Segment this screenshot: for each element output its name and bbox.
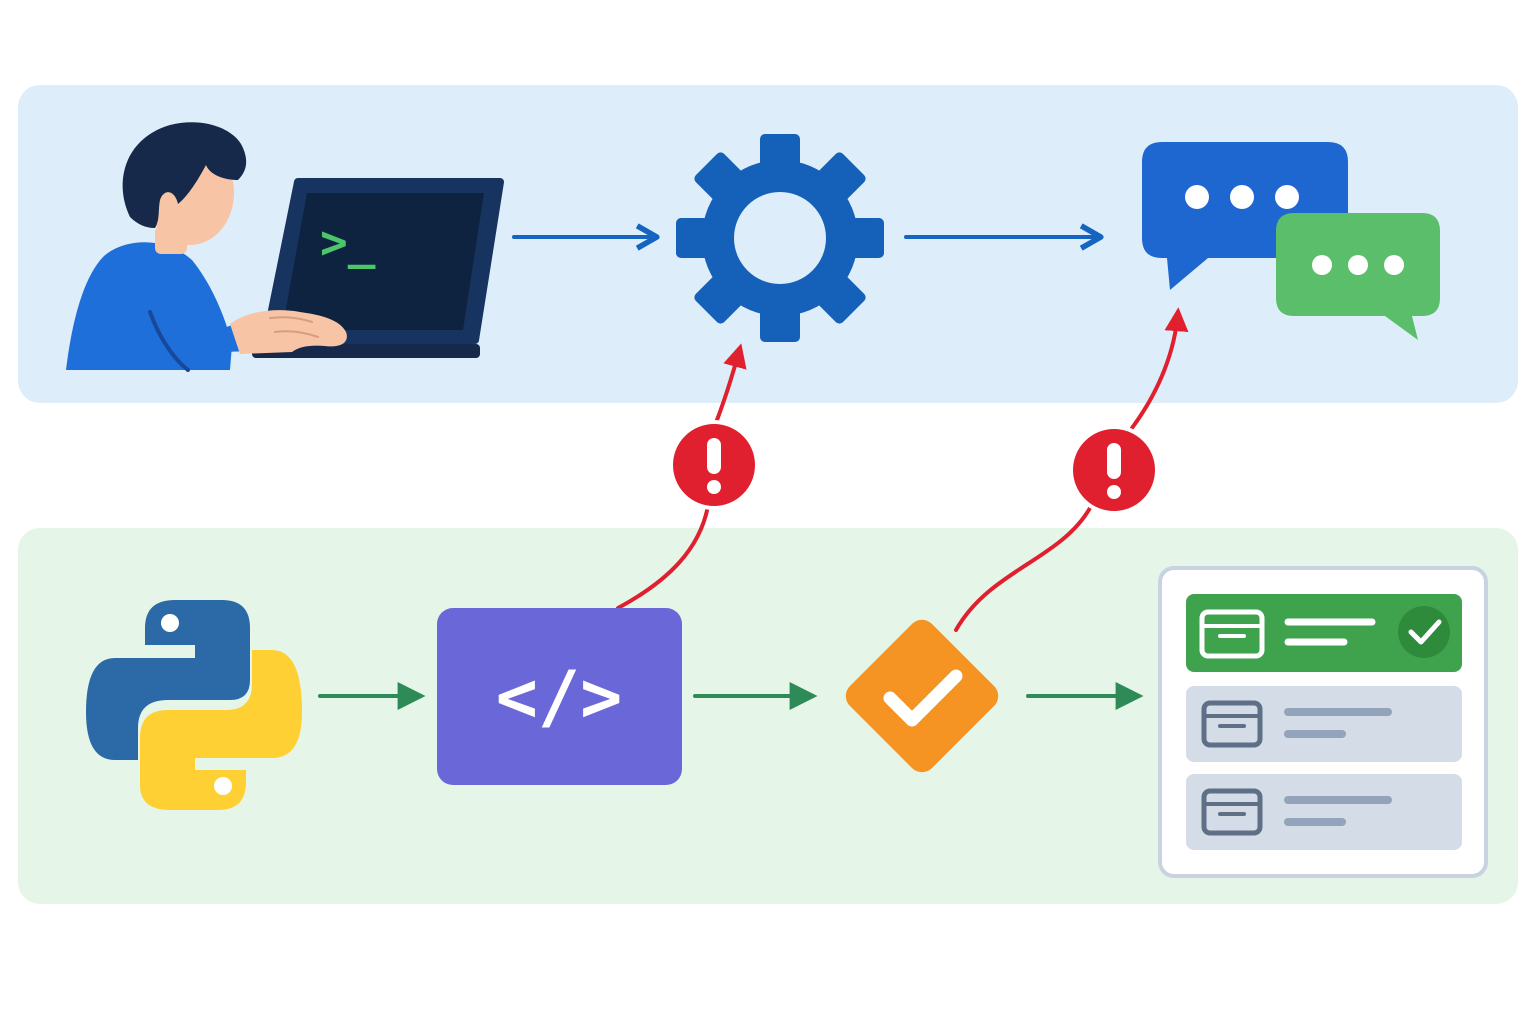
- code-block: </>: [437, 608, 682, 785]
- bottom-lane-panel: [18, 528, 1518, 904]
- terminal-prompt: >_: [320, 215, 376, 269]
- gear-icon: [676, 134, 884, 342]
- python-logo-icon: [86, 600, 302, 810]
- alert-path-to-gear: [715, 343, 747, 422]
- alert-path-to-chat: [1130, 307, 1189, 430]
- chat-bubbles-icon: [1142, 142, 1440, 340]
- list-item: [1186, 686, 1462, 762]
- user-at-laptop-icon: >_: [66, 122, 504, 372]
- list-item: [1186, 594, 1462, 672]
- alert-path-code-to-gear: [616, 504, 710, 610]
- alert-exclamation-icon: [1069, 425, 1159, 515]
- result-list-icon: [1158, 566, 1488, 878]
- alert-path-check-to-chat: [954, 506, 1092, 632]
- checkmark-diamond-icon: [845, 619, 999, 773]
- alert-exclamation-icon: [669, 420, 759, 510]
- code-icon: </>: [496, 656, 622, 738]
- list-item: [1186, 774, 1462, 850]
